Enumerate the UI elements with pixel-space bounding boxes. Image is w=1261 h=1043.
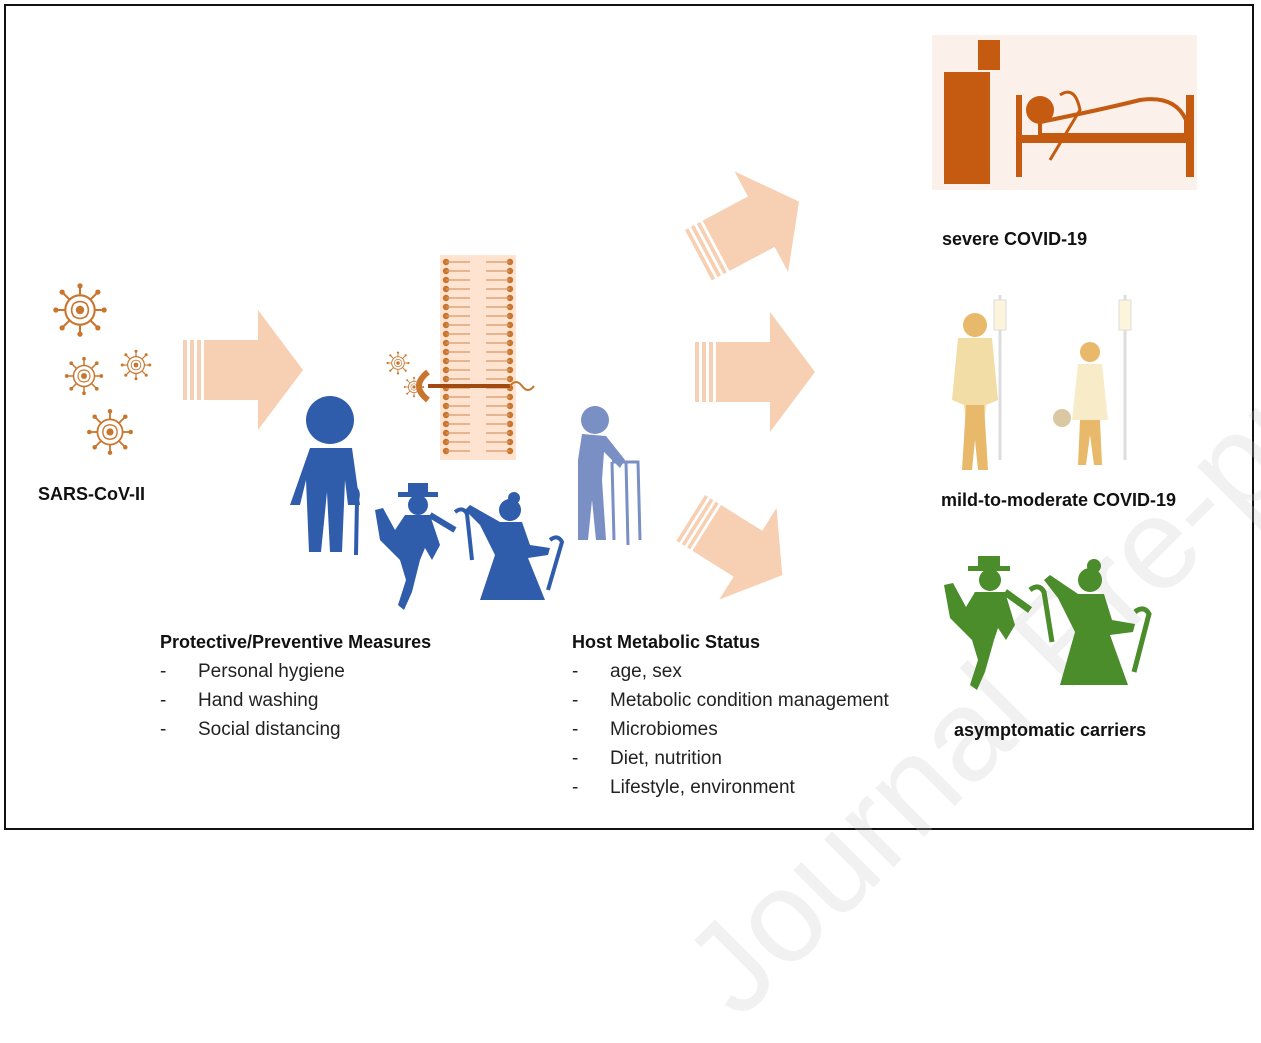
patients-with-iv-icon [952,295,1132,470]
protective-title: Protective/Preventive Measures [160,632,432,652]
severe-label: severe COVID-19 [942,229,1088,249]
virus-cluster [52,282,152,456]
virus-icon-1 [52,282,108,338]
virus-icon-3 [120,349,152,381]
arrow-to-asymptomatic [662,472,811,621]
list-item: -age, sex [572,661,682,682]
virus-icon-2 [64,356,104,396]
list-item: -Social distancing [160,719,341,740]
arrow-virus-to-host [183,310,303,430]
arrows-to-outcomes [662,151,826,621]
cell-membrane: /* placeholder */ [440,255,516,460]
protective-list: -Personal hygiene -Hand washing -Social … [160,657,345,744]
asymptomatic-label: asymptomatic carriers [954,720,1147,740]
host-title: Host Metabolic Status [572,632,761,652]
mild-label: mild-to-moderate COVID-19 [941,490,1177,510]
elder-with-cane-icon [290,396,360,556]
receptor-binding [386,351,535,403]
virus-label: SARS-CoV-II [38,484,146,504]
list-item: -Hand washing [160,690,319,711]
hospital-bed-icon [932,35,1197,190]
diagram-artwork: /* placeholder */ [52,35,1197,690]
virus-icon-4 [86,408,134,456]
list-item: -Metabolic condition management [572,690,889,711]
list-item: -Lifestyle, environment [572,777,795,798]
figure-frame [4,4,1254,830]
host-list: -age, sex -Metabolic condition managemen… [572,657,889,802]
arrow-to-mild [695,312,815,432]
dancing-couple-green-icon [944,556,1152,690]
list-item: -Microbiomes [572,719,718,740]
list-item: -Personal hygiene [160,661,345,682]
arrow-to-severe [671,151,826,306]
dancing-couple-blue-icon [375,483,565,610]
elder-with-walker-icon [578,406,642,546]
list-item: -Diet, nutrition [572,748,722,769]
